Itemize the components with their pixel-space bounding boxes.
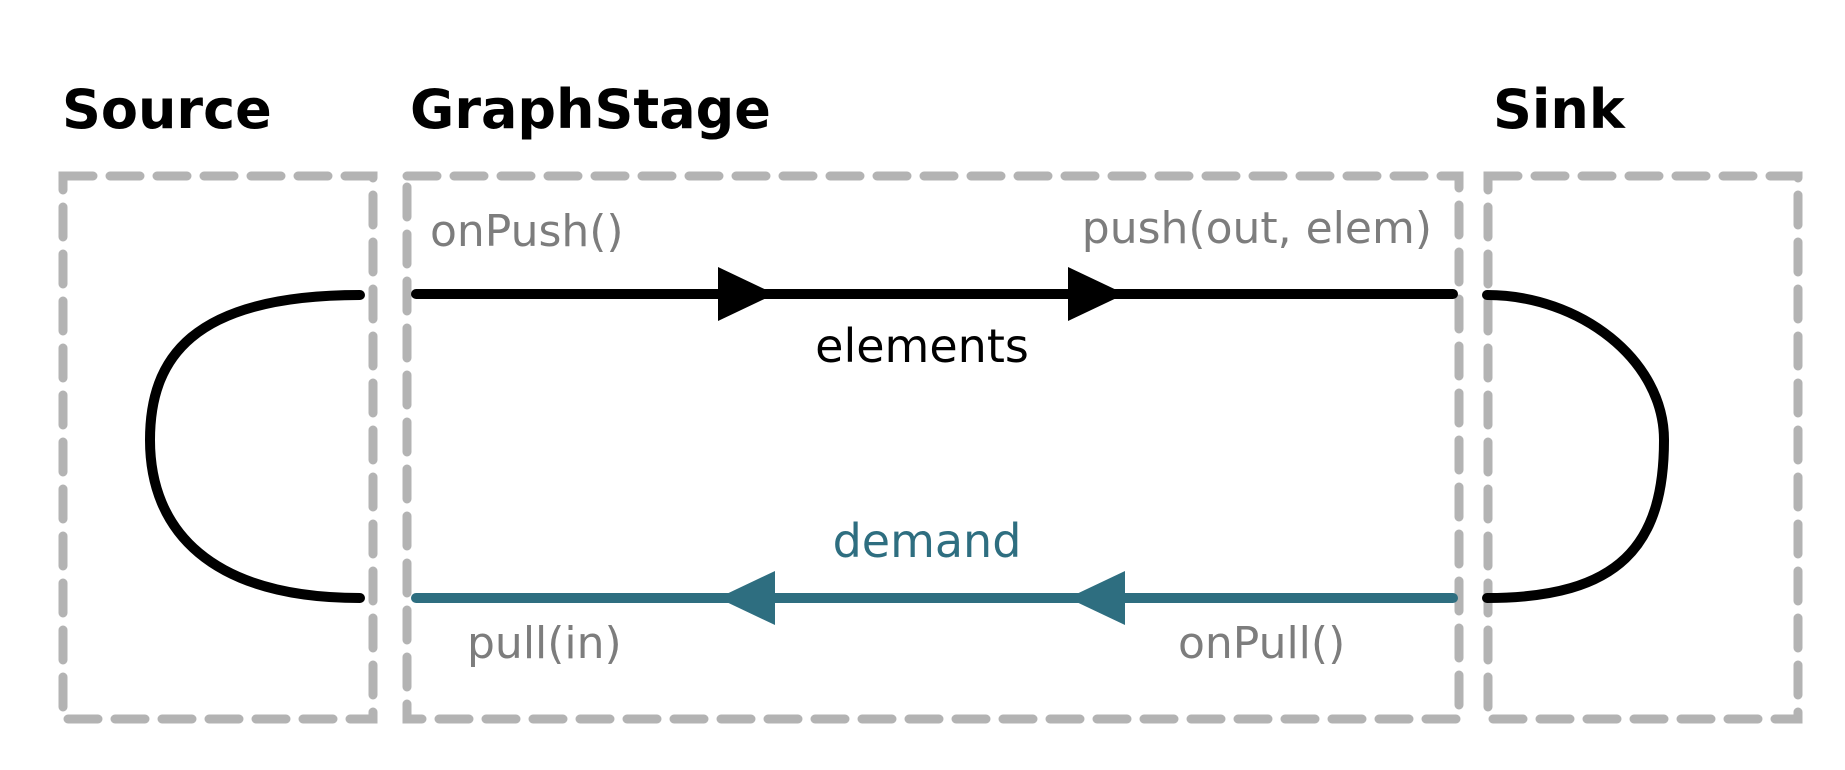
on-pull-label: onPull() bbox=[1178, 618, 1345, 669]
pull-label: pull(in) bbox=[467, 618, 622, 669]
elements-arrow-head-left bbox=[718, 267, 775, 321]
on-push-label: onPush() bbox=[430, 206, 624, 257]
demand-label: demand bbox=[833, 514, 1022, 568]
graphstage-title: GraphStage bbox=[410, 78, 771, 141]
sink-box bbox=[1483, 171, 1803, 724]
sink-title: Sink bbox=[1493, 78, 1626, 141]
elements-arrow-head-right bbox=[1068, 267, 1125, 321]
elements-label: elements bbox=[815, 319, 1029, 373]
demand-arrow-head-left bbox=[718, 571, 775, 625]
sink-loop-path bbox=[1482, 290, 1670, 603]
source-box bbox=[58, 171, 378, 724]
graphstage-box bbox=[402, 171, 1464, 724]
push-label: push(out, elem) bbox=[1082, 203, 1432, 254]
demand-arrow-head-right bbox=[1068, 571, 1125, 625]
source-loop-path bbox=[144, 290, 365, 603]
source-title: Source bbox=[62, 78, 272, 141]
